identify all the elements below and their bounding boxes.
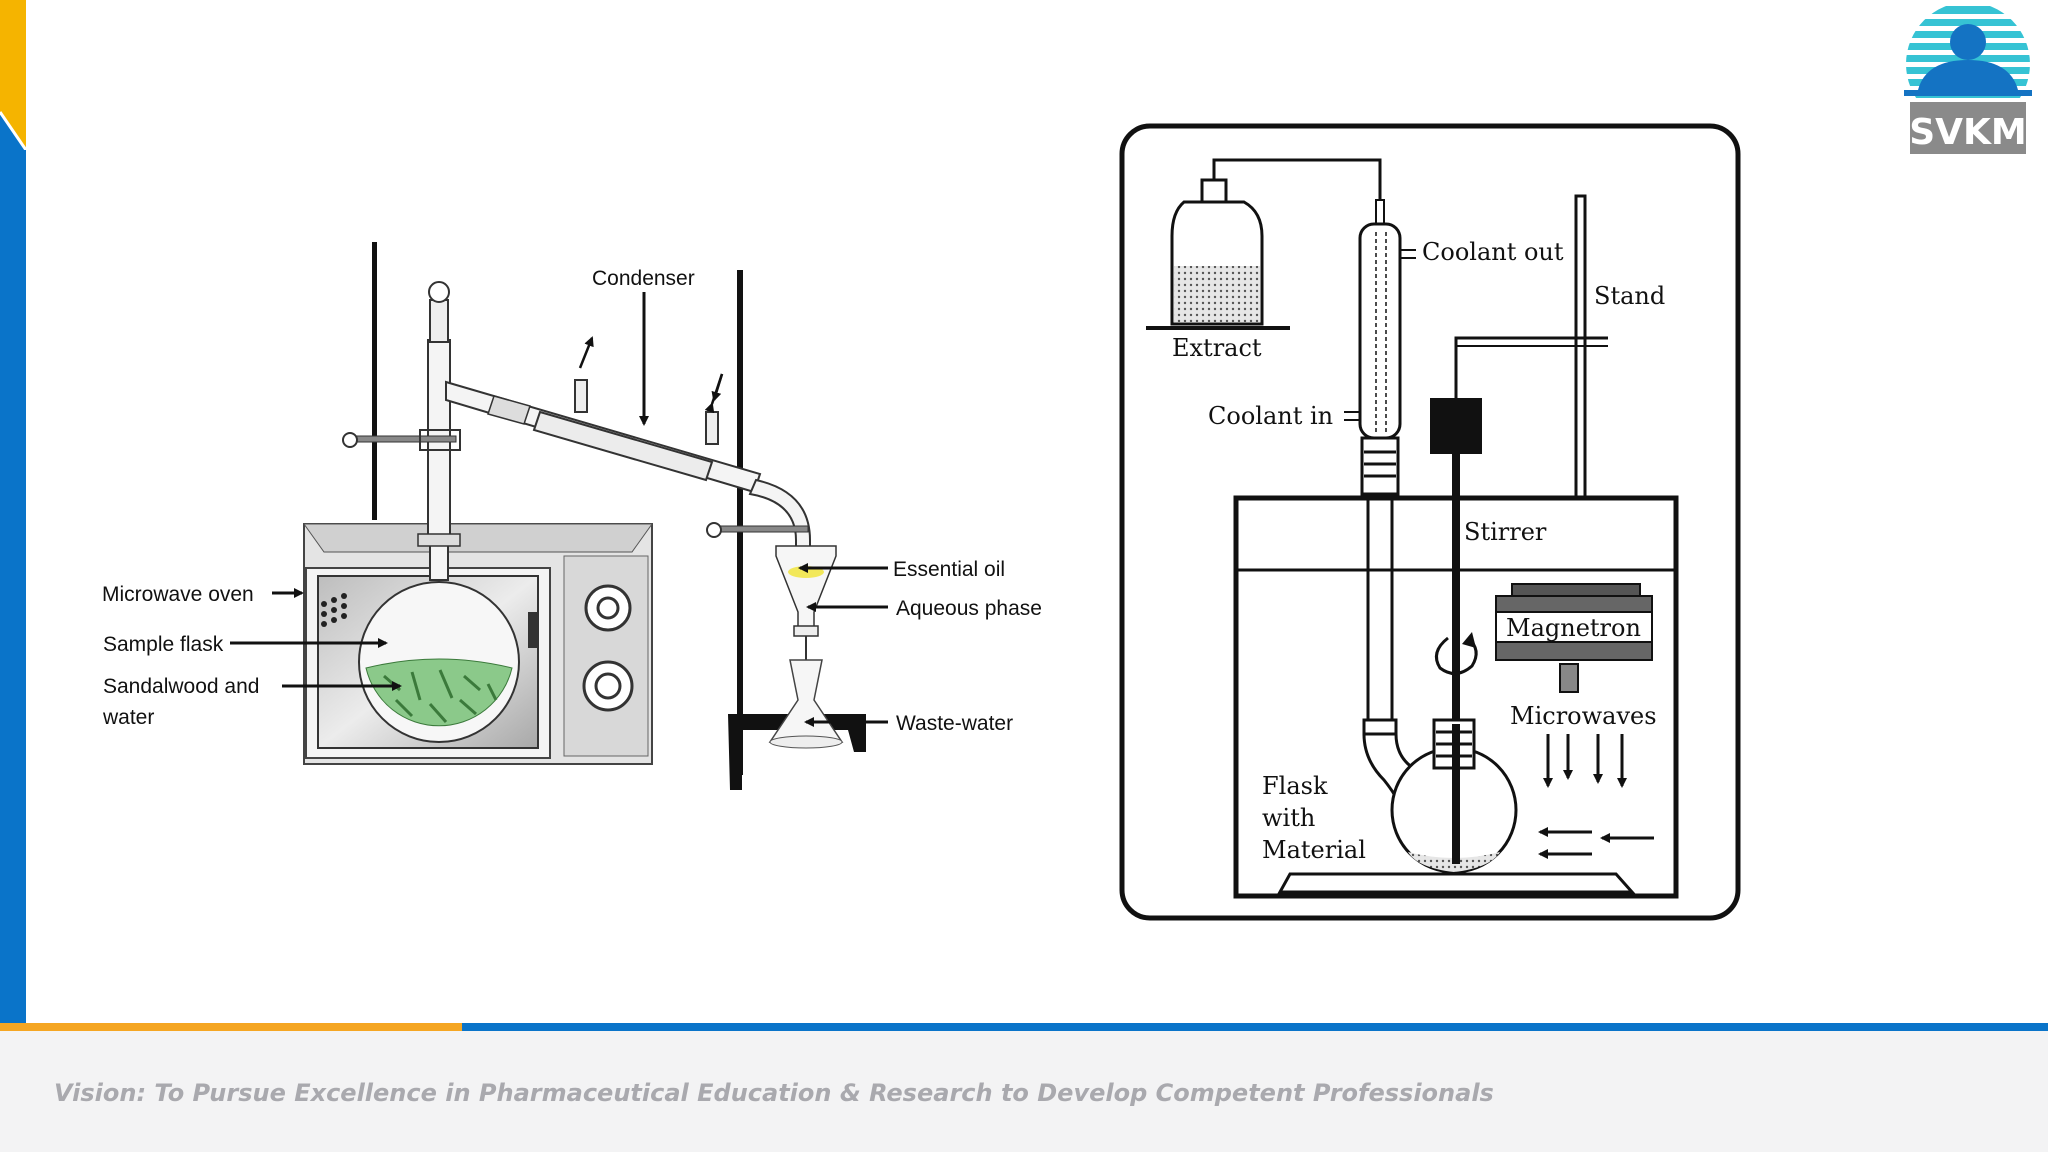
diagrams: Condenser Microwave oven Sample flask Sa… <box>102 123 1741 921</box>
left-stand-rod <box>372 242 377 520</box>
label-condenser: Condenser <box>592 267 695 290</box>
magnetron <box>1495 583 1653 693</box>
left-accent-bar <box>0 0 26 1025</box>
label-microwaves: Microwaves <box>1510 702 1657 730</box>
vision-statement: Vision: To Pursue Excellence in Pharmace… <box>54 1079 1494 1107</box>
left-corner-accent <box>0 0 26 150</box>
footer-accent-blue <box>462 1023 2048 1031</box>
condenser <box>445 379 811 557</box>
stirrer-motor <box>1430 398 1482 454</box>
right-stand-rod <box>737 270 743 775</box>
svkm-logo: SVKM <box>1904 6 2032 154</box>
logo-text: SVKM <box>1909 112 2027 153</box>
extract-bottle <box>1146 158 1382 330</box>
label-microwave-oven: Microwave oven <box>102 583 254 606</box>
label-magnetron: Magnetron <box>1506 614 1641 642</box>
label-flask-line2: with <box>1262 804 1315 832</box>
label-flask-line1: Flask <box>1262 772 1328 800</box>
label-extract: Extract <box>1172 334 1262 362</box>
footer-accent-orange <box>0 1023 462 1031</box>
label-essential-oil: Essential oil <box>893 558 1005 581</box>
right-diagram-microwave-extraction: Extract Coolant out Stand Coolant in Sti… <box>1119 123 1741 921</box>
left-diagram-hydrodistillation: Condenser Microwave oven Sample flask Sa… <box>102 242 1042 790</box>
distillation-column <box>342 281 461 547</box>
label-stand: Stand <box>1594 282 1665 310</box>
sample-flask <box>358 539 520 743</box>
extraction-flask <box>1362 718 1518 874</box>
label-sample-flask: Sample flask <box>103 633 224 656</box>
stirrer-shaft <box>1452 454 1460 864</box>
microwave-arrows <box>1538 734 1654 859</box>
label-flask-line3: Material <box>1262 836 1366 864</box>
footer <box>0 1031 2048 1152</box>
label-sandalwood-line2: water <box>102 706 154 729</box>
label-coolant-in: Coolant in <box>1208 402 1333 430</box>
reflux-condenser <box>1344 199 1416 736</box>
label-waste-water: Waste-water <box>896 712 1013 735</box>
label-sandalwood-line1: Sandalwood and <box>103 675 259 698</box>
microwave-cavity <box>1233 495 1679 899</box>
label-coolant-out: Coolant out <box>1422 238 1564 266</box>
label-aqueous-phase: Aqueous phase <box>896 597 1042 620</box>
label-stirrer: Stirrer <box>1464 518 1547 546</box>
